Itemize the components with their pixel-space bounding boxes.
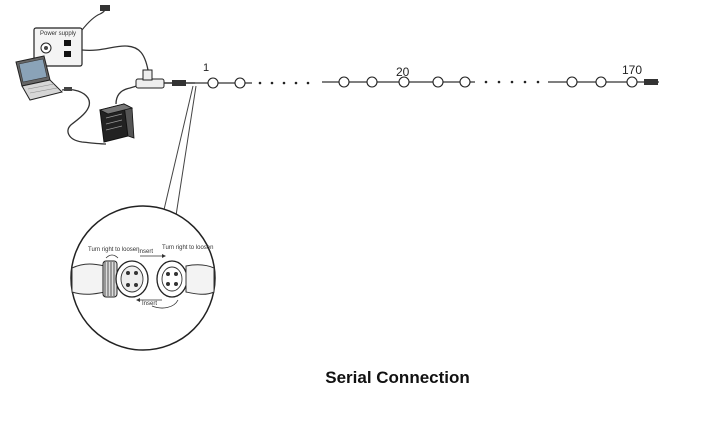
node-label-first: 1 — [203, 62, 209, 74]
laptop-to-controller-cable — [61, 88, 107, 145]
usb-plug — [64, 87, 72, 91]
dots-ellipsis-1 — [258, 81, 310, 85]
turn-right-to-loosen-right-label: Turn right to loosen — [162, 245, 213, 251]
end-connector — [644, 79, 658, 85]
controller-to-junction-cable — [115, 84, 141, 105]
pixel-node-1 — [207, 77, 246, 89]
pixel-node-group-20 — [338, 76, 471, 88]
pixel-node-group-170 — [566, 76, 638, 88]
insert-bottom-label: Insert — [142, 301, 157, 307]
node-label-middle: 20 — [396, 65, 410, 79]
node-label-last: 170 — [622, 63, 642, 77]
pixel-string — [195, 76, 659, 89]
diagram-caption: Serial Connection — [325, 368, 470, 387]
connector-detail-magnifier: Turn right to loosen Turn right to loose… — [70, 205, 216, 351]
power-plug-cable — [81, 5, 110, 31]
controller-box — [98, 103, 135, 143]
insert-top-label: Insert — [138, 249, 153, 255]
t-connector — [135, 69, 195, 89]
power-to-junction-cable — [81, 45, 149, 78]
turn-right-to-loosen-left-label: Turn right to loosen — [88, 247, 139, 253]
zoom-leader-left — [162, 85, 194, 215]
power-supply-box: Power supply — [33, 27, 83, 67]
zoom-leader-right — [174, 85, 197, 223]
laptop-icon — [15, 55, 63, 101]
power-supply-label: Power supply — [40, 31, 76, 37]
dots-ellipsis-2 — [484, 80, 540, 84]
